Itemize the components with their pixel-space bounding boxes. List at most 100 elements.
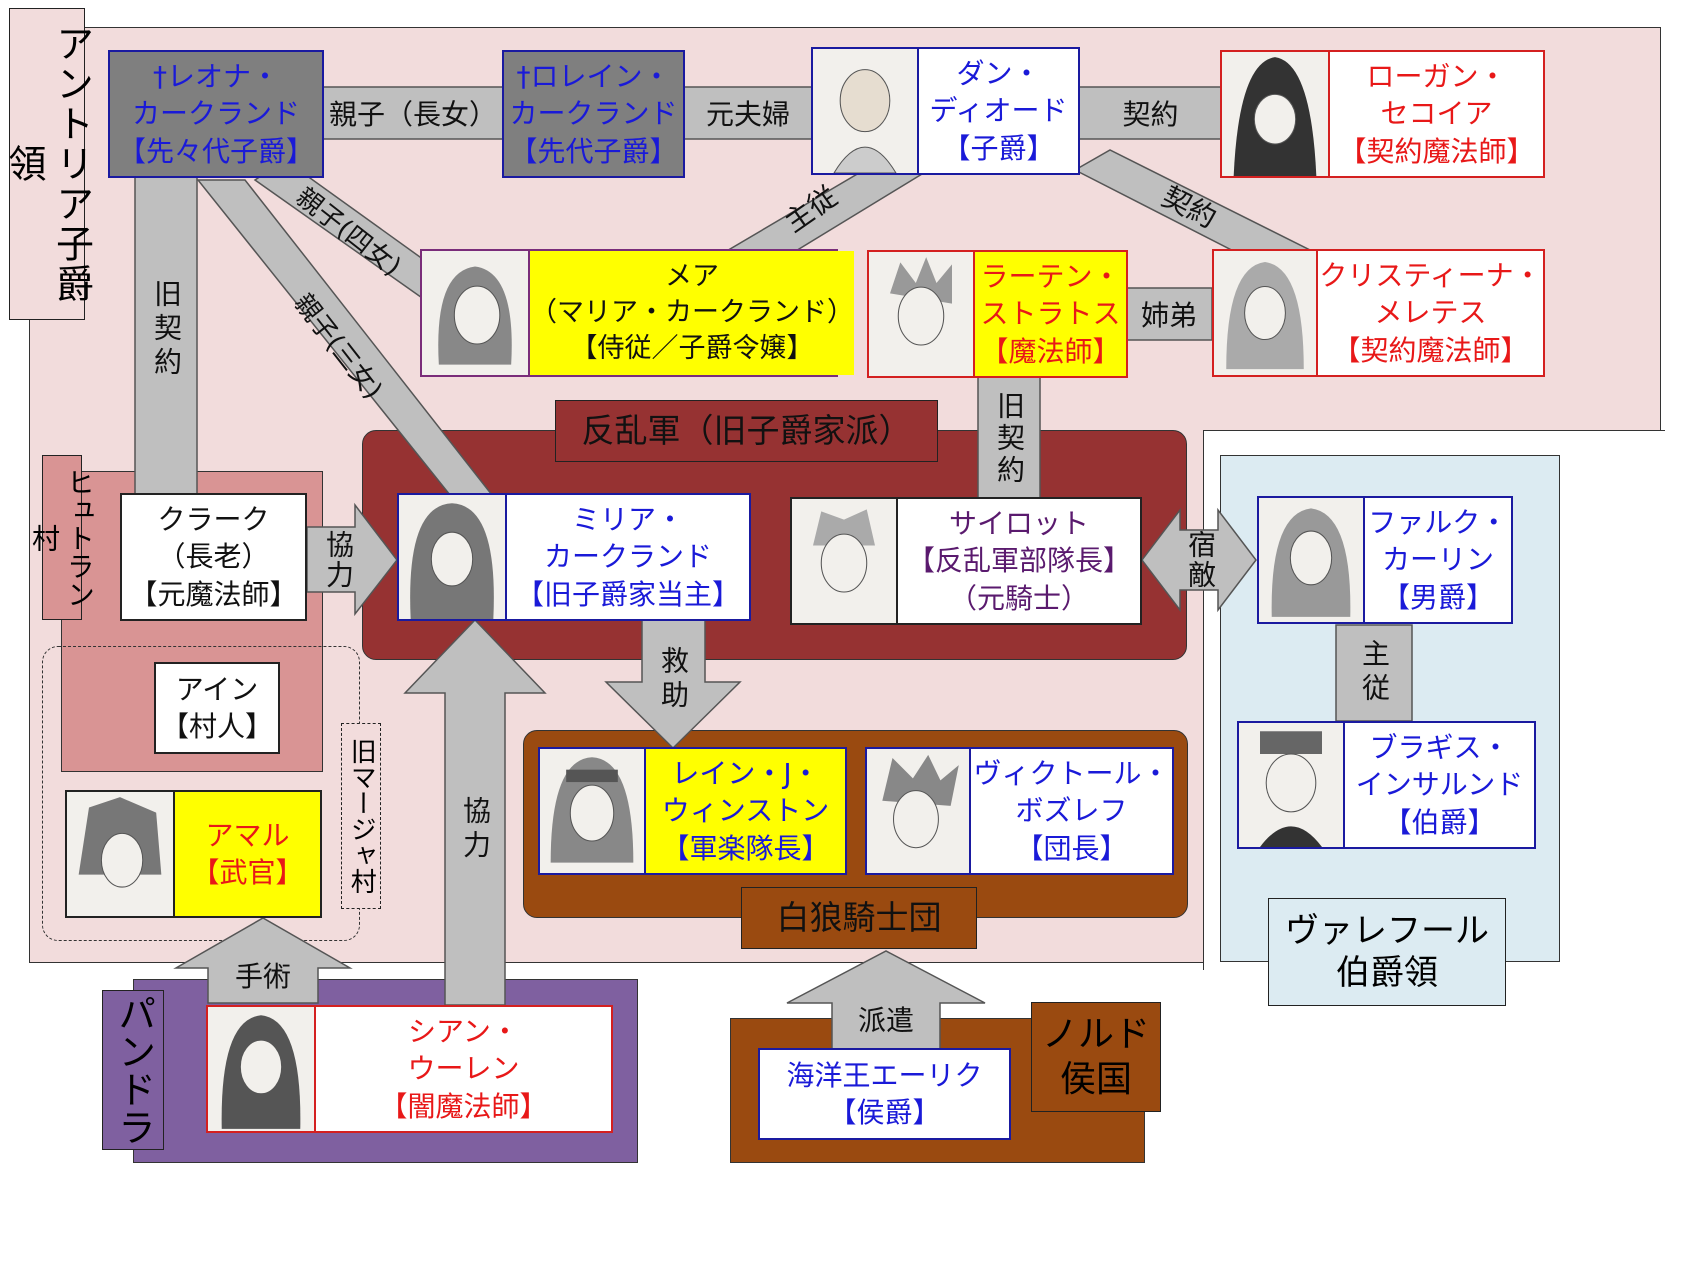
christina-portrait bbox=[1214, 251, 1318, 375]
clark-subtitle: （長老） bbox=[157, 540, 270, 574]
character-lorraine[interactable]: †ロレイン・ カークランド 【先代子爵】 bbox=[502, 50, 685, 178]
character-sairot[interactable]: サイロット 【反乱軍部隊長】 （元騎士） bbox=[790, 497, 1142, 625]
leona-title: 【先々代子爵】 bbox=[117, 134, 314, 168]
sian-name-2: ウーレン bbox=[407, 1052, 520, 1086]
amal-portrait bbox=[67, 792, 175, 916]
nord-label: ノルド 侯国 bbox=[1031, 1002, 1161, 1112]
victor-name-2: ボズレフ bbox=[1015, 794, 1128, 828]
raten-name-2: ストラトス bbox=[980, 297, 1121, 331]
relation-keiyaku-1: 契約 bbox=[1122, 98, 1179, 131]
character-bragis[interactable]: ブラギス・ インサルンド 【伯爵】 bbox=[1237, 721, 1536, 849]
relation-shujutsu: 手術 bbox=[234, 960, 291, 993]
dan-name-2: ディオード bbox=[929, 94, 1068, 128]
character-milia[interactable]: ミリア・ カークランド 【旧子爵家当主】 bbox=[397, 493, 751, 621]
character-mea[interactable]: メア （マリア・カークランド） 【侍従／子爵令嬢】 bbox=[420, 249, 854, 377]
relation-kyukeiyaku-1: 旧契約 bbox=[150, 279, 183, 381]
dan-portrait bbox=[813, 49, 919, 173]
falk-title: 【男爵】 bbox=[1381, 580, 1494, 614]
ain-title: 【村人】 bbox=[160, 710, 273, 743]
amal-name: アマル bbox=[205, 818, 290, 852]
falk-name-2: カーリン bbox=[1381, 543, 1494, 577]
valefur-label-line1: ヴァレフール bbox=[1285, 910, 1489, 951]
falk-name-1: ファルク・ bbox=[1368, 506, 1508, 540]
victor-portrait bbox=[867, 749, 971, 873]
lorraine-title: 【先代子爵】 bbox=[509, 134, 678, 168]
nord-label-line1: ノルド bbox=[1041, 1014, 1150, 1055]
character-ain[interactable]: アイン 【村人】 bbox=[154, 662, 280, 754]
leona-name-2: カークランド bbox=[131, 97, 300, 131]
hyutran-label: ヒュトラン村 bbox=[28, 455, 96, 620]
relation-shukuteki: 宿敵 bbox=[1184, 530, 1217, 590]
leona-name-1: †レオナ・ bbox=[152, 60, 279, 94]
milia-name-1: ミリア・ bbox=[571, 503, 684, 537]
valefur-label: ヴァレフール 伯爵領 bbox=[1268, 898, 1506, 1006]
relation-shitei: 姉弟 bbox=[1140, 299, 1197, 332]
lorraine-name-2: カークランド bbox=[509, 97, 678, 131]
raten-name-1: ラーテン・ bbox=[980, 260, 1121, 294]
sian-title: 【闇魔法師】 bbox=[379, 1089, 548, 1123]
valefur-label-line2: 伯爵領 bbox=[1336, 953, 1438, 993]
bragis-name-1: ブラギス・ bbox=[1369, 731, 1510, 765]
lorraine-name-1: †ロレイン・ bbox=[516, 60, 671, 94]
bragis-name-2: インサルンド bbox=[1355, 768, 1524, 802]
mea-name-1: メア bbox=[665, 261, 719, 293]
character-leona[interactable]: †レオナ・ カークランド 【先々代子爵】 bbox=[108, 50, 324, 178]
milia-name-2: カークランド bbox=[543, 540, 712, 574]
milia-title: 【旧子爵家当主】 bbox=[515, 577, 740, 611]
character-victor[interactable]: ヴィクトール・ ボズレフ 【団長】 bbox=[865, 747, 1174, 875]
character-dan[interactable]: ダン・ ディオード 【子爵】 bbox=[811, 47, 1080, 175]
raten-title: 【魔法師】 bbox=[980, 334, 1121, 368]
relation-haken: 派遣 bbox=[857, 1004, 914, 1037]
bragis-title: 【伯爵】 bbox=[1383, 805, 1496, 839]
milia-portrait bbox=[399, 495, 507, 619]
pandora-label: パンドラ bbox=[102, 990, 164, 1150]
relation-kyoryoku-2: 協力 bbox=[459, 796, 492, 864]
falk-portrait bbox=[1259, 498, 1365, 622]
victor-title: 【団長】 bbox=[1015, 831, 1128, 865]
relation-kyujo: 救助 bbox=[657, 646, 690, 714]
dan-title: 【子爵】 bbox=[942, 131, 1055, 165]
raten-portrait bbox=[869, 252, 975, 376]
old-maja-label: 旧マージャ村 bbox=[341, 723, 381, 909]
dan-name-1: ダン・ bbox=[956, 57, 1041, 91]
logan-portrait bbox=[1222, 52, 1330, 176]
christina-name-1: クリスティーナ・ bbox=[1319, 259, 1542, 293]
character-falk[interactable]: ファルク・ カーリン 【男爵】 bbox=[1257, 496, 1513, 624]
sairot-title: 【反乱軍部隊長】 bbox=[906, 544, 1131, 578]
eirik-name: 海洋王エーリク bbox=[786, 1058, 983, 1092]
logan-name-1: ローガン・ bbox=[1366, 60, 1507, 94]
relation-motofufu: 元夫婦 bbox=[705, 98, 790, 131]
nord-label-line2: 侯国 bbox=[1059, 1059, 1132, 1100]
character-logan[interactable]: ローガン・ セコイア 【契約魔法師】 bbox=[1220, 50, 1545, 178]
character-clark[interactable]: クラーク （長老） 【元魔法師】 bbox=[120, 493, 307, 621]
sian-portrait bbox=[208, 1007, 316, 1131]
victor-name-1: ヴィクトール・ bbox=[973, 757, 1170, 791]
christina-name-2: メレテス bbox=[1374, 296, 1487, 330]
sairot-name: サイロット bbox=[948, 507, 1089, 541]
ain-name: アイン bbox=[175, 672, 259, 706]
logan-name-2: セコイア bbox=[1380, 97, 1493, 131]
sairot-portrait bbox=[792, 499, 898, 623]
logan-title: 【契約魔法師】 bbox=[1338, 134, 1535, 168]
rein-name-1: レイン・J・ bbox=[671, 757, 820, 791]
character-raten[interactable]: ラーテン・ ストラトス 【魔法師】 bbox=[867, 250, 1128, 378]
christina-title: 【契約魔法師】 bbox=[1332, 333, 1529, 367]
eirik-title: 【侯爵】 bbox=[828, 1096, 941, 1129]
rein-title: 【軍楽隊長】 bbox=[661, 831, 830, 865]
character-amal[interactable]: アマル 【武官】 bbox=[65, 790, 322, 918]
relation-kyukeiyaku-2: 旧契約 bbox=[993, 391, 1026, 487]
rein-name-2: ウィンストン bbox=[661, 794, 830, 828]
clark-title: 【元魔法師】 bbox=[129, 577, 298, 611]
character-christina[interactable]: クリスティーナ・ メレテス 【契約魔法師】 bbox=[1212, 249, 1545, 377]
sairot-subtitle: （元騎士） bbox=[948, 581, 1089, 615]
character-eirik[interactable]: 海洋王エーリク 【侯爵】 bbox=[758, 1048, 1011, 1140]
rebel-army-label: 反乱軍（旧子爵家派） bbox=[555, 400, 938, 462]
clark-name: クラーク bbox=[157, 503, 270, 537]
rein-portrait bbox=[540, 749, 646, 873]
character-rein[interactable]: レイン・J・ ウィンストン 【軍楽隊長】 bbox=[538, 747, 847, 875]
character-sian[interactable]: シアン・ ウーレン 【闇魔法師】 bbox=[206, 1005, 613, 1133]
mea-name-2: （マリア・カークランド） bbox=[530, 297, 854, 329]
relation-shuju-2: 主従 bbox=[1358, 639, 1391, 707]
relation-kyoryoku-1: 協力 bbox=[322, 530, 355, 590]
